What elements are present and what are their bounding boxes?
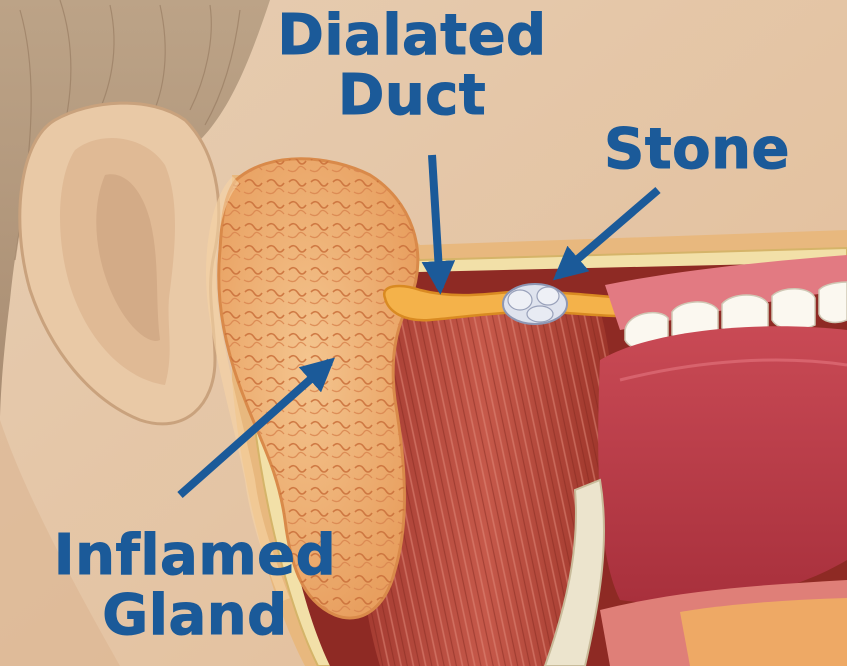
stone-label-text: Stone <box>592 120 802 180</box>
stone <box>503 284 567 324</box>
inflamed-gland-label-line2: Gland <box>20 586 370 646</box>
dilated-duct-label-line2: Duct <box>262 66 562 126</box>
inflamed-gland-label-line1: Inflamed <box>20 526 370 586</box>
tongue <box>598 326 847 603</box>
dilated-duct-label: Dialated Duct <box>262 6 562 126</box>
inflamed-gland-label: Inflamed Gland <box>20 526 370 646</box>
stone-label: Stone <box>592 120 802 180</box>
dilated-duct-label-line1: Dialated <box>262 6 562 66</box>
